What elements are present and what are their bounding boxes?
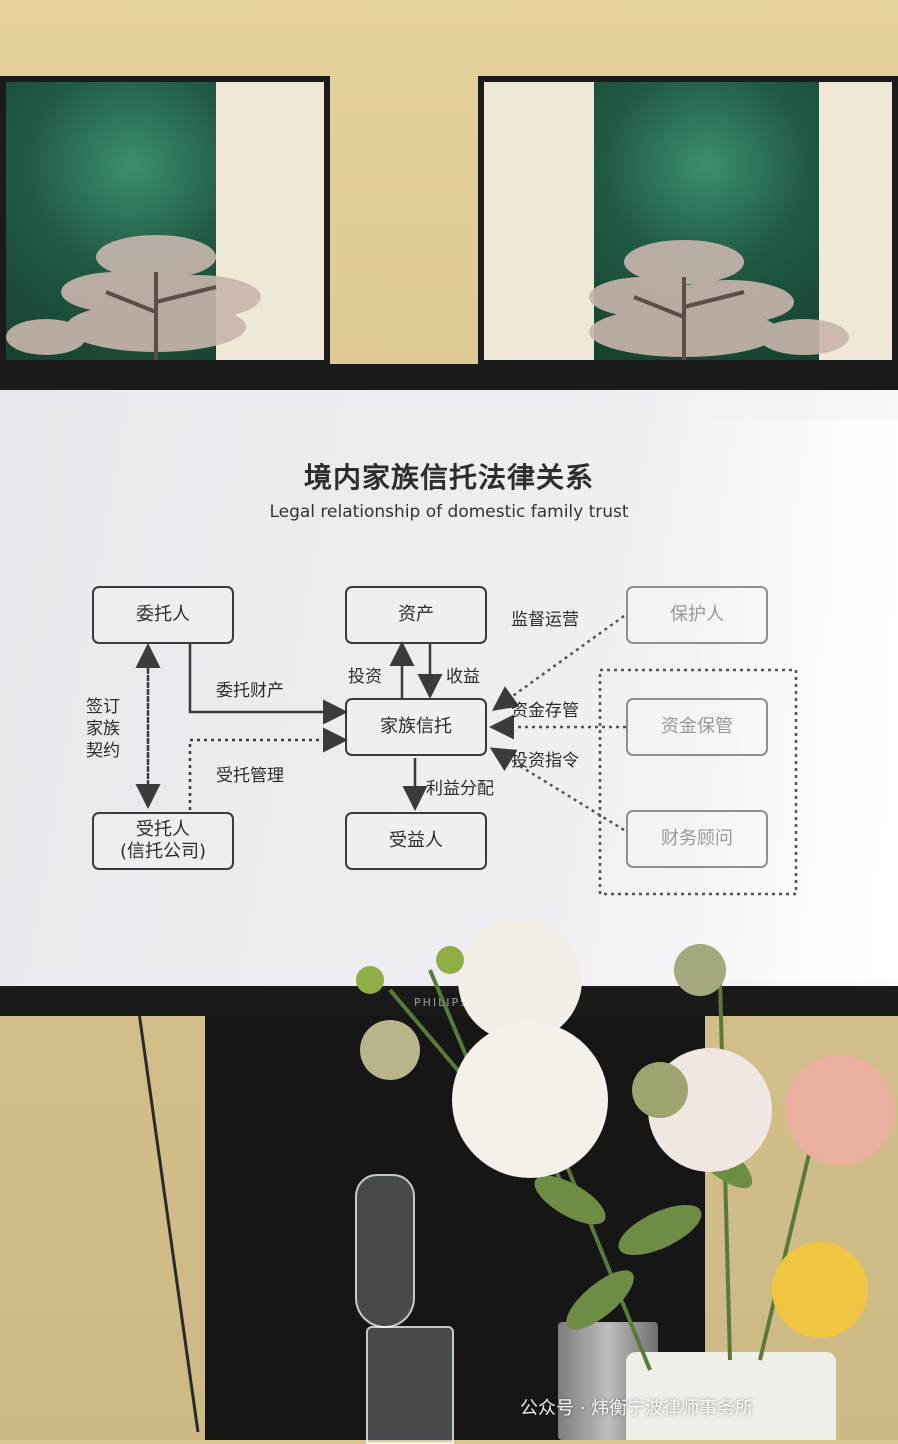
trustee-box: 受托人 (信托公司) <box>92 812 234 870</box>
financial-advisor-box: 财务顾问 <box>626 810 768 868</box>
flower-arrangement-icon <box>356 918 895 1371</box>
family-trust-box: 家族信托 <box>345 698 487 756</box>
presentation-screen: 境内家族信托法律关系 Legal relationship of domesti… <box>0 390 898 986</box>
screen-glare <box>688 420 898 980</box>
right-painting <box>478 76 898 366</box>
wechat-watermark: 公众号 · 炜衡宁波律师事务所 <box>520 1398 754 1419</box>
diagram-connectors <box>135 614 798 896</box>
custody-box: 资金保管 <box>626 698 768 756</box>
left-painting <box>0 76 330 366</box>
trustee-label: 受托人 <box>136 819 190 840</box>
slide-title: 境内家族信托法律关系 <box>303 461 594 494</box>
entrusted-management-label: 受托管理 <box>216 766 284 786</box>
protector-box: 保护人 <box>626 586 768 644</box>
beneficiary-box: 受益人 <box>345 812 487 870</box>
income-label: 收益 <box>446 667 480 687</box>
tree-illustration-icon <box>589 240 849 360</box>
assets-box: 资产 <box>345 586 487 644</box>
flower-vase <box>626 1352 836 1440</box>
glass-bottle <box>366 1326 454 1444</box>
slide-subtitle: Legal relationship of domestic family tr… <box>269 502 629 522</box>
fund-custody-label: 资金存管 <box>511 701 579 721</box>
tv-brand-logo: PHILIPS <box>414 996 470 1009</box>
supervise-operation-label: 监督运营 <box>511 610 579 630</box>
investment-instruction-label: 投资指令 <box>511 751 579 771</box>
settlor-box: 委托人 <box>92 586 234 644</box>
tree-illustration-icon <box>6 235 261 360</box>
invest-label: 投资 <box>348 667 382 687</box>
sign-contract-label: 签订 家族 契约 <box>86 697 120 761</box>
entrust-property-label: 委托财产 <box>216 681 284 701</box>
benefit-distribution-label: 利益分配 <box>426 779 494 799</box>
glass-vase-top <box>355 1174 415 1328</box>
trustee-sublabel: (信托公司) <box>119 841 207 862</box>
